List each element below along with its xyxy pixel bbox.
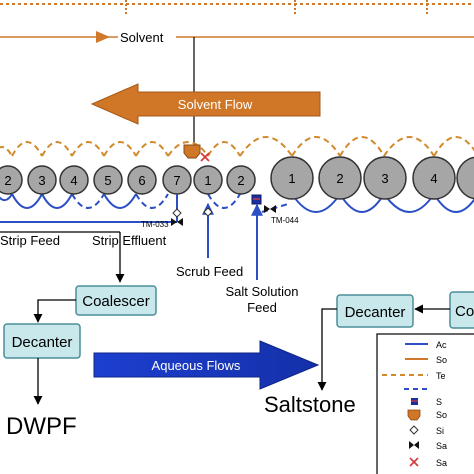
stage-number: 5 [104,173,111,188]
legend-item-label: S [436,397,442,407]
stage-cell [226,165,256,195]
stage-cell [412,156,456,200]
bowtie-valve-icon [264,205,276,213]
stage-number: 6 [138,173,145,188]
strip-effluent-label: Strip Effluent [92,233,167,248]
sampler-icon [411,398,418,405]
stage-cell [456,156,474,200]
tm033-label: TM-033 [141,220,169,229]
organic-arcs [0,136,474,157]
aqueous-flows-arrow [93,340,320,390]
strip-stages: 2 3 4 5 6 7 [0,165,192,195]
stage-cell [363,156,407,200]
legend-item-label: Ac [436,340,447,350]
scrub-stages: 1 2 [193,165,256,195]
top-solvent-line [0,0,474,145]
decanter-left-box [3,323,81,359]
tank-icon [407,409,421,421]
cross-icon [409,457,419,467]
tank-icon [183,144,201,159]
stage-number: 7 [173,173,180,188]
co-label: Co [455,303,474,320]
stage-number: 3 [381,171,388,186]
strip-feed-label: Strip Feed [0,233,60,248]
solvent-flow-label: Solvent Flow [178,97,253,112]
stage-number: 1 [288,171,295,186]
legend-item-label: So [436,410,447,420]
decanter-left-label: Decanter [12,334,73,351]
legend-item-label: Sa [436,458,447,468]
bowtie-valve-icon [409,441,419,449]
scrub-feed-label: Scrub Feed [176,264,243,279]
salt-solution-feed-label-2: Feed [247,300,277,315]
stage-cell [270,156,314,200]
stage-cell [93,165,123,195]
legend: Ac So Te S So Si Sa Sa [376,333,474,474]
legend-item-label: So [436,355,447,365]
cross-icon [200,152,210,162]
aqueous-arcs [0,193,474,213]
co-box [449,291,474,329]
saltstone-label: Saltstone [264,392,356,417]
stage-cell [127,165,157,195]
stage-number: 2 [336,171,343,186]
decanter-right-box [336,294,414,328]
solvent-label: Solvent [120,30,164,45]
extraction-stages: 1 2 3 4 [270,156,474,200]
dwpf-label: DWPF [6,413,77,440]
sampler-icon [251,194,262,205]
stage-number: 1 [204,173,211,188]
legend-item-label: Sa [436,441,447,451]
stage-number: 4 [430,171,437,186]
diamond-icon [172,208,182,218]
stage-number: 3 [38,173,45,188]
stage-cell [27,165,57,195]
tm044-label: TM-044 [271,216,299,225]
decanter-right-label: Decanter [345,304,406,321]
legend-item-label: Si [436,426,444,436]
aqueous-flows-label: Aqueous Flows [152,358,241,373]
stage-cell [193,165,223,195]
diamond-icon [409,425,419,435]
stage-number: 2 [237,173,244,188]
solvent-flow-arrow [90,83,321,125]
salt-solution-feed-label-1: Salt Solution [226,284,299,299]
legend-item-label: Te [436,371,446,381]
coalescer-label: Coalescer [82,293,150,310]
stage-cell [0,165,23,195]
stage-cell [59,165,89,195]
stage-number: 2 [4,173,11,188]
diamond-icon [203,207,213,217]
stage-number: 4 [70,173,77,188]
bowtie-valve-icon [171,218,183,226]
stage-cell [318,156,362,200]
